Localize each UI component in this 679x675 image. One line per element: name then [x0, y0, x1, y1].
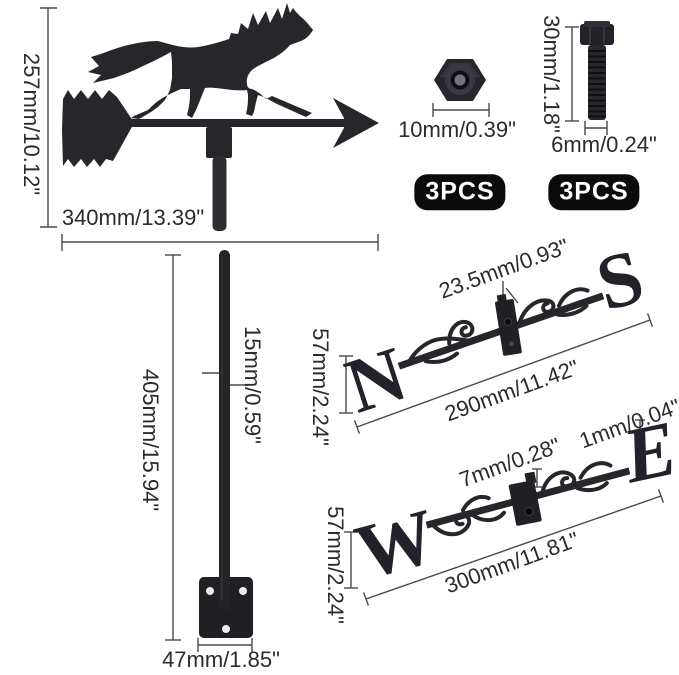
hex-nut-graphic [434, 59, 486, 101]
nut-diameter-label: 10mm/0.39" [398, 117, 516, 142]
arrow-head [333, 98, 379, 148]
nut-qty-badge: 3PCS [414, 174, 506, 210]
base-width-label: 47mm/1.85" [162, 647, 280, 672]
we-mounting-bracket [508, 471, 542, 526]
vane-connector [206, 127, 232, 158]
bolt-qty-badge: 3PCS [548, 174, 640, 210]
ns-height-label: 57mm/2.24" [308, 328, 333, 446]
vane-stem [212, 156, 227, 231]
vane-height-label: 257mm/10.12" [19, 52, 44, 196]
we-height-label: 57mm/2.24" [323, 506, 348, 624]
ns-mounting-bracket [495, 293, 522, 356]
arrow-shaft [120, 119, 348, 127]
weathervane-graphic [62, 3, 379, 231]
rod-diameter-label: 15mm/0.59" [240, 326, 265, 444]
horse-silhouette [88, 3, 313, 119]
bolt-graphic [580, 21, 614, 120]
mounting-pole-graphic [199, 250, 253, 638]
pole-height-label: 405mm/15.94" [138, 368, 163, 512]
bolt-length-label: 30mm/1.18" [539, 15, 564, 133]
dimension-lines [40, 7, 665, 652]
vane-width-label: 340mm/13.39" [61, 205, 205, 230]
bolt-diameter-label: 6mm/0.24" [551, 132, 657, 157]
arrow-fletching [62, 90, 133, 167]
